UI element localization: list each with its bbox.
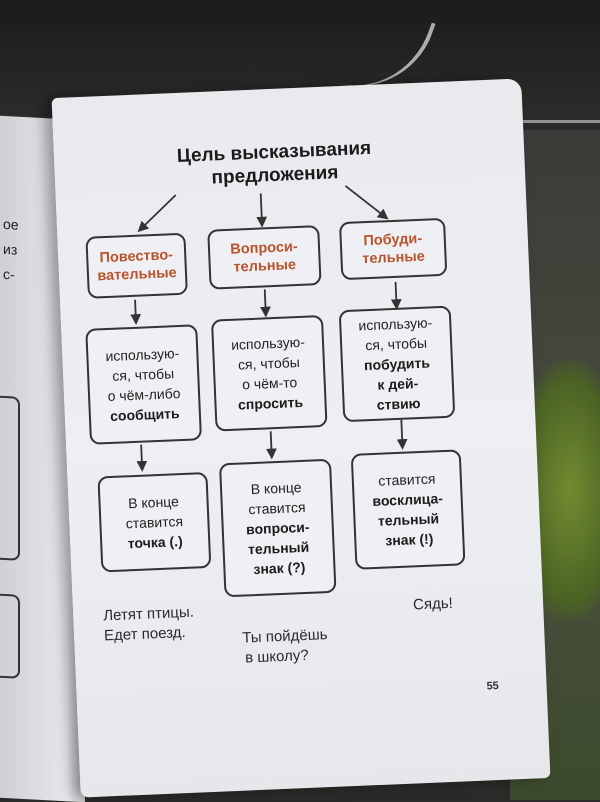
category-box-declarative: Повество- вательные (85, 232, 188, 299)
arrow (344, 185, 389, 220)
left-page-text: ое (3, 215, 19, 233)
left-page-box (0, 395, 20, 561)
usage-box-interrogative: использую- ся, чтобы о чём-то спросить (210, 314, 328, 432)
example-sentence: Ты пойдёшь (241, 626, 328, 647)
usage-box-declarative: использую- ся, чтобы о чём-либо сообщить (85, 324, 203, 445)
arrow (260, 289, 271, 318)
arrow (396, 419, 408, 450)
category-box-interrogative: Вопроси- тельные (207, 225, 322, 290)
arrow (137, 194, 177, 233)
ending-keyword: знак (?) (253, 558, 306, 578)
left-page-box (0, 593, 20, 679)
page-number: 55 (486, 679, 500, 693)
category-label: тельные (361, 248, 426, 268)
ending-text: В конце (250, 479, 302, 498)
arrow (136, 444, 148, 472)
example-declarative: Летят птицы. Едет поезд. (103, 603, 195, 647)
ending-text: ставится (377, 470, 436, 489)
ending-keyword: знак (!) (384, 530, 434, 549)
ending-keyword: тельный (247, 538, 310, 558)
ending-keyword: тельный (377, 510, 440, 529)
usage-text: о чём-то (241, 374, 298, 393)
arrow (266, 431, 277, 460)
example-imperative: Сядь! (413, 594, 454, 616)
usage-keyword: ствию (376, 394, 421, 413)
arrow (256, 193, 268, 228)
flow-arrows (130, 185, 408, 472)
category-label: тельные (233, 257, 297, 276)
category-box-imperative: Побуди- тельные (338, 217, 448, 281)
left-page-text: с- (3, 265, 15, 283)
ending-box-imperative: ставится восклица- тельный знак (!) (350, 449, 466, 570)
usage-keyword: спросить (237, 393, 304, 413)
usage-keyword: побудить (363, 354, 431, 374)
left-page-text: из (3, 240, 18, 258)
example-interrogative: Ты пойдёшь в школу? (242, 625, 329, 669)
usage-keyword: к дей- (377, 375, 419, 393)
arrow (390, 281, 402, 311)
ending-text: ставится (248, 498, 306, 518)
ending-box-declarative: В конце ставится точка (.) (97, 471, 212, 573)
white-cable-right (470, 120, 600, 143)
example-sentence: в школу? (244, 646, 309, 667)
arrow (130, 299, 142, 325)
usage-text: ся, чтобы (364, 334, 428, 354)
category-label: вательные (97, 265, 177, 285)
ending-text: В конце (127, 493, 180, 512)
example-sentence: Сядь! (412, 594, 454, 614)
ending-keyword: вопроси- (245, 518, 310, 538)
usage-text: о чём-либо (107, 385, 181, 405)
ending-keyword: восклица- (372, 490, 444, 510)
book-page: Цель высказывания предложения Повество- … (51, 78, 551, 798)
example-sentence: Едет поезд. (103, 624, 186, 645)
ending-text: ставится (125, 513, 184, 532)
usage-keyword: сообщить (109, 405, 180, 424)
usage-box-imperative: использую- ся, чтобы побудить к дей- ств… (338, 305, 456, 423)
ending-keyword: точка (.) (127, 533, 183, 552)
ending-box-interrogative: В конце ставится вопроси- тельный знак (… (218, 458, 337, 598)
